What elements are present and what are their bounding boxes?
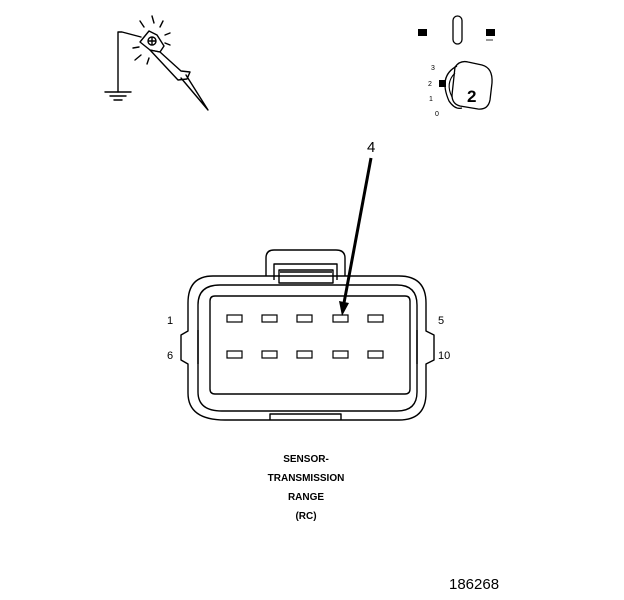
pin-cavity — [261, 350, 278, 359]
pin-cavity — [332, 350, 349, 359]
callout-number: 4 — [367, 139, 375, 156]
caption-line: TRANSMISSION — [268, 473, 345, 484]
pin-cavity — [367, 350, 384, 359]
key-selected-position: 2 — [467, 87, 476, 106]
connector-caption: SENSOR- TRANSMISSION RANGE (RC) — [268, 454, 345, 522]
pin-cavity — [296, 350, 313, 359]
callout-arrow — [339, 157, 373, 316]
pin-cavity — [226, 350, 243, 359]
key-position-1: 1 — [429, 96, 433, 103]
caption-line: SENSOR- — [283, 454, 329, 465]
caption-line: (RC) — [295, 511, 316, 522]
key-position-0: 0 — [435, 111, 439, 118]
connector-housing — [180, 249, 435, 421]
pin-label-6: 6 — [167, 350, 173, 362]
pin-cavity — [296, 314, 313, 323]
pin-cavity — [226, 314, 243, 323]
caption-line: RANGE — [288, 492, 324, 503]
key-position-3: 3 — [431, 65, 435, 72]
key-position-2: 2 — [428, 81, 432, 88]
pin-cavity — [261, 314, 278, 323]
voltmeter-probe-to-ground-icon — [104, 15, 209, 111]
pin-label-5: 5 — [438, 315, 444, 327]
ignition-key-switch-icon: 3 2 1 0 2 — [418, 15, 495, 118]
pin-label-1: 1 — [167, 315, 173, 327]
pin-cavity — [367, 314, 384, 323]
figure-number: 186268 — [449, 576, 499, 593]
pin-cavities — [226, 314, 384, 359]
pin-cavity — [332, 314, 349, 323]
pin-label-10: 10 — [438, 350, 450, 362]
